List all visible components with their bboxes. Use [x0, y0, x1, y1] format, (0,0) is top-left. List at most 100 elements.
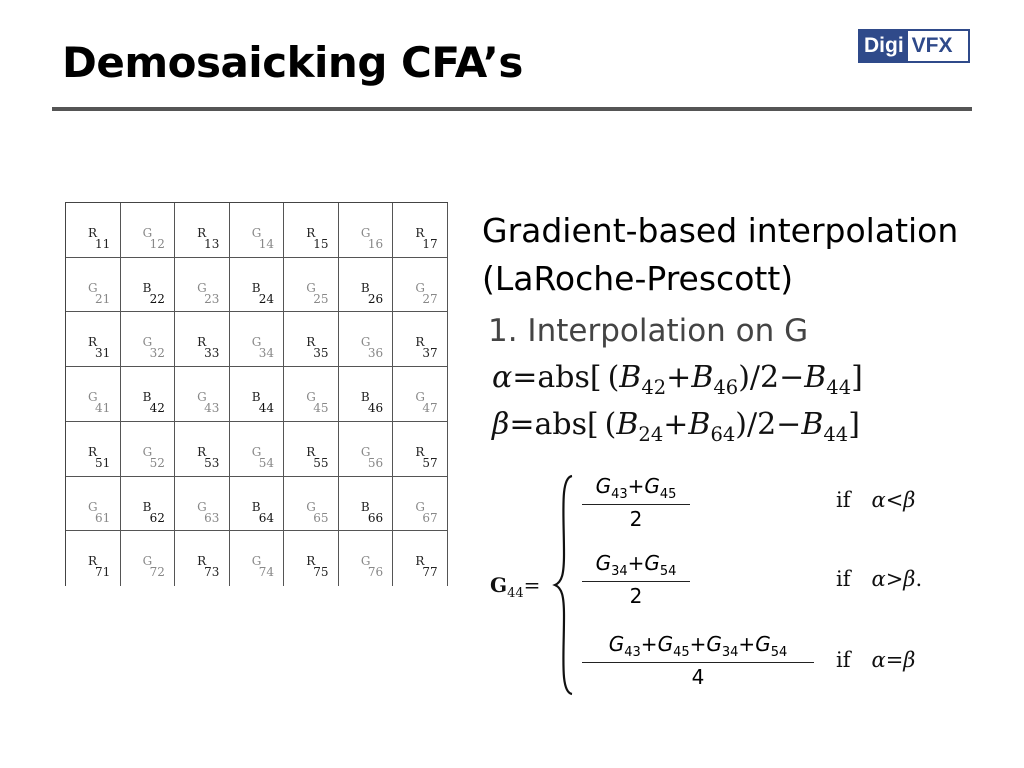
cfa-cell-channel: G: [306, 390, 316, 405]
cfa-cell-index: 73: [204, 565, 220, 580]
cfa-cell-channel: G: [306, 499, 316, 514]
cfa-cell-index: 54: [258, 455, 274, 470]
cfa-cell-channel: R: [197, 226, 207, 240]
cfa-cell-index: 72: [149, 565, 165, 580]
heading-line-1: Gradient-based interpolation: [482, 211, 959, 250]
cfa-cell-index: 21: [95, 291, 111, 306]
beta-equation: β=abs[ (B24+B64)/2−B44]: [492, 407, 860, 446]
alpha-symbol: α: [492, 360, 513, 395]
cfa-cell-index: 32: [149, 346, 165, 361]
cfa-cell-channel: G: [415, 280, 426, 295]
cfa-cell-channel: R: [197, 444, 207, 459]
g44-lhs: G44=: [490, 573, 541, 601]
cfa-cell-index: 12: [149, 237, 165, 251]
slide-title: Demosaicking CFA’s: [62, 38, 523, 87]
cfa-cell-channel: G: [360, 444, 371, 459]
case3-fraction: G43+G45+G34+G54 4: [582, 632, 814, 689]
case1-fraction: G43+G45 2: [582, 474, 690, 531]
case1-numerator: G43+G45: [582, 474, 690, 505]
cfa-cell-channel: G: [197, 499, 207, 514]
cfa-cell-index: 71: [95, 565, 111, 580]
cfa-cell-index: 42: [149, 401, 165, 416]
cfa-cell-index: 57: [422, 455, 438, 470]
cfa-cell-index: 74: [258, 565, 274, 580]
cfa-cell-channel: R: [197, 335, 207, 350]
heading-line-2: (LaRoche-Prescott): [482, 259, 794, 298]
digivfx-logo: Digi VFX: [858, 29, 970, 63]
cfa-cell-index: 63: [204, 510, 220, 525]
case1-condition: if α<β: [836, 488, 916, 512]
cfa-cell-channel: G: [142, 554, 153, 569]
cfa-cell-index: 55: [313, 455, 329, 470]
cfa-cell-index: 14: [258, 237, 274, 251]
cfa-cell-channel: R: [88, 335, 98, 350]
cfa-cell-index: 77: [422, 565, 438, 580]
cfa-cell-index: 61: [95, 510, 111, 525]
cfa-cell-index: 13: [204, 237, 220, 251]
cfa-cell-channel: R: [88, 226, 98, 240]
cfa-cell-index: 36: [367, 346, 384, 361]
case3-numerator: G43+G45+G34+G54: [582, 632, 814, 663]
cfa-cell-channel: B: [360, 390, 370, 405]
cfa-cell-index: 44: [258, 401, 274, 416]
cfa-cell-channel: R: [415, 554, 425, 569]
cfa-cell-channel: R: [88, 444, 98, 459]
cfa-cell-channel: R: [88, 554, 98, 569]
cfa-cell-index: 67: [422, 510, 438, 525]
cfa-cell-channel: G: [142, 444, 153, 459]
cfa-cell-index: 46: [367, 401, 384, 416]
cfa-cell-channel: G: [197, 390, 207, 405]
cfa-cell-index: 41: [95, 401, 111, 416]
cfa-cell-channel: B: [142, 280, 152, 295]
cfa-cell-channel: R: [415, 335, 425, 350]
cfa-cell-channel: R: [306, 226, 316, 240]
cfa-cell-channel: R: [415, 226, 425, 240]
cfa-cell-index: 66: [367, 510, 384, 525]
cfa-cell-index: 64: [258, 510, 274, 525]
cfa-cell-index: 31: [95, 346, 111, 361]
step-label: 1. Interpolation on G: [488, 313, 809, 349]
cfa-cell-index: 33: [204, 346, 220, 361]
title-rule: [52, 107, 972, 111]
case2-fraction: G34+G54 2: [582, 551, 690, 608]
cfa-cell-channel: G: [415, 499, 426, 514]
cfa-cell-index: 37: [422, 346, 438, 361]
cfa-cell-channel: R: [306, 335, 316, 350]
cfa-cell-channel: G: [88, 280, 98, 295]
cfa-cell-channel: G: [415, 390, 426, 405]
cfa-cell-index: 25: [313, 291, 329, 306]
cfa-cell-channel: G: [142, 335, 153, 350]
case1-denominator: 2: [629, 507, 643, 531]
cfa-cell-index: 76: [367, 565, 384, 580]
case3-denominator: 4: [691, 665, 705, 689]
